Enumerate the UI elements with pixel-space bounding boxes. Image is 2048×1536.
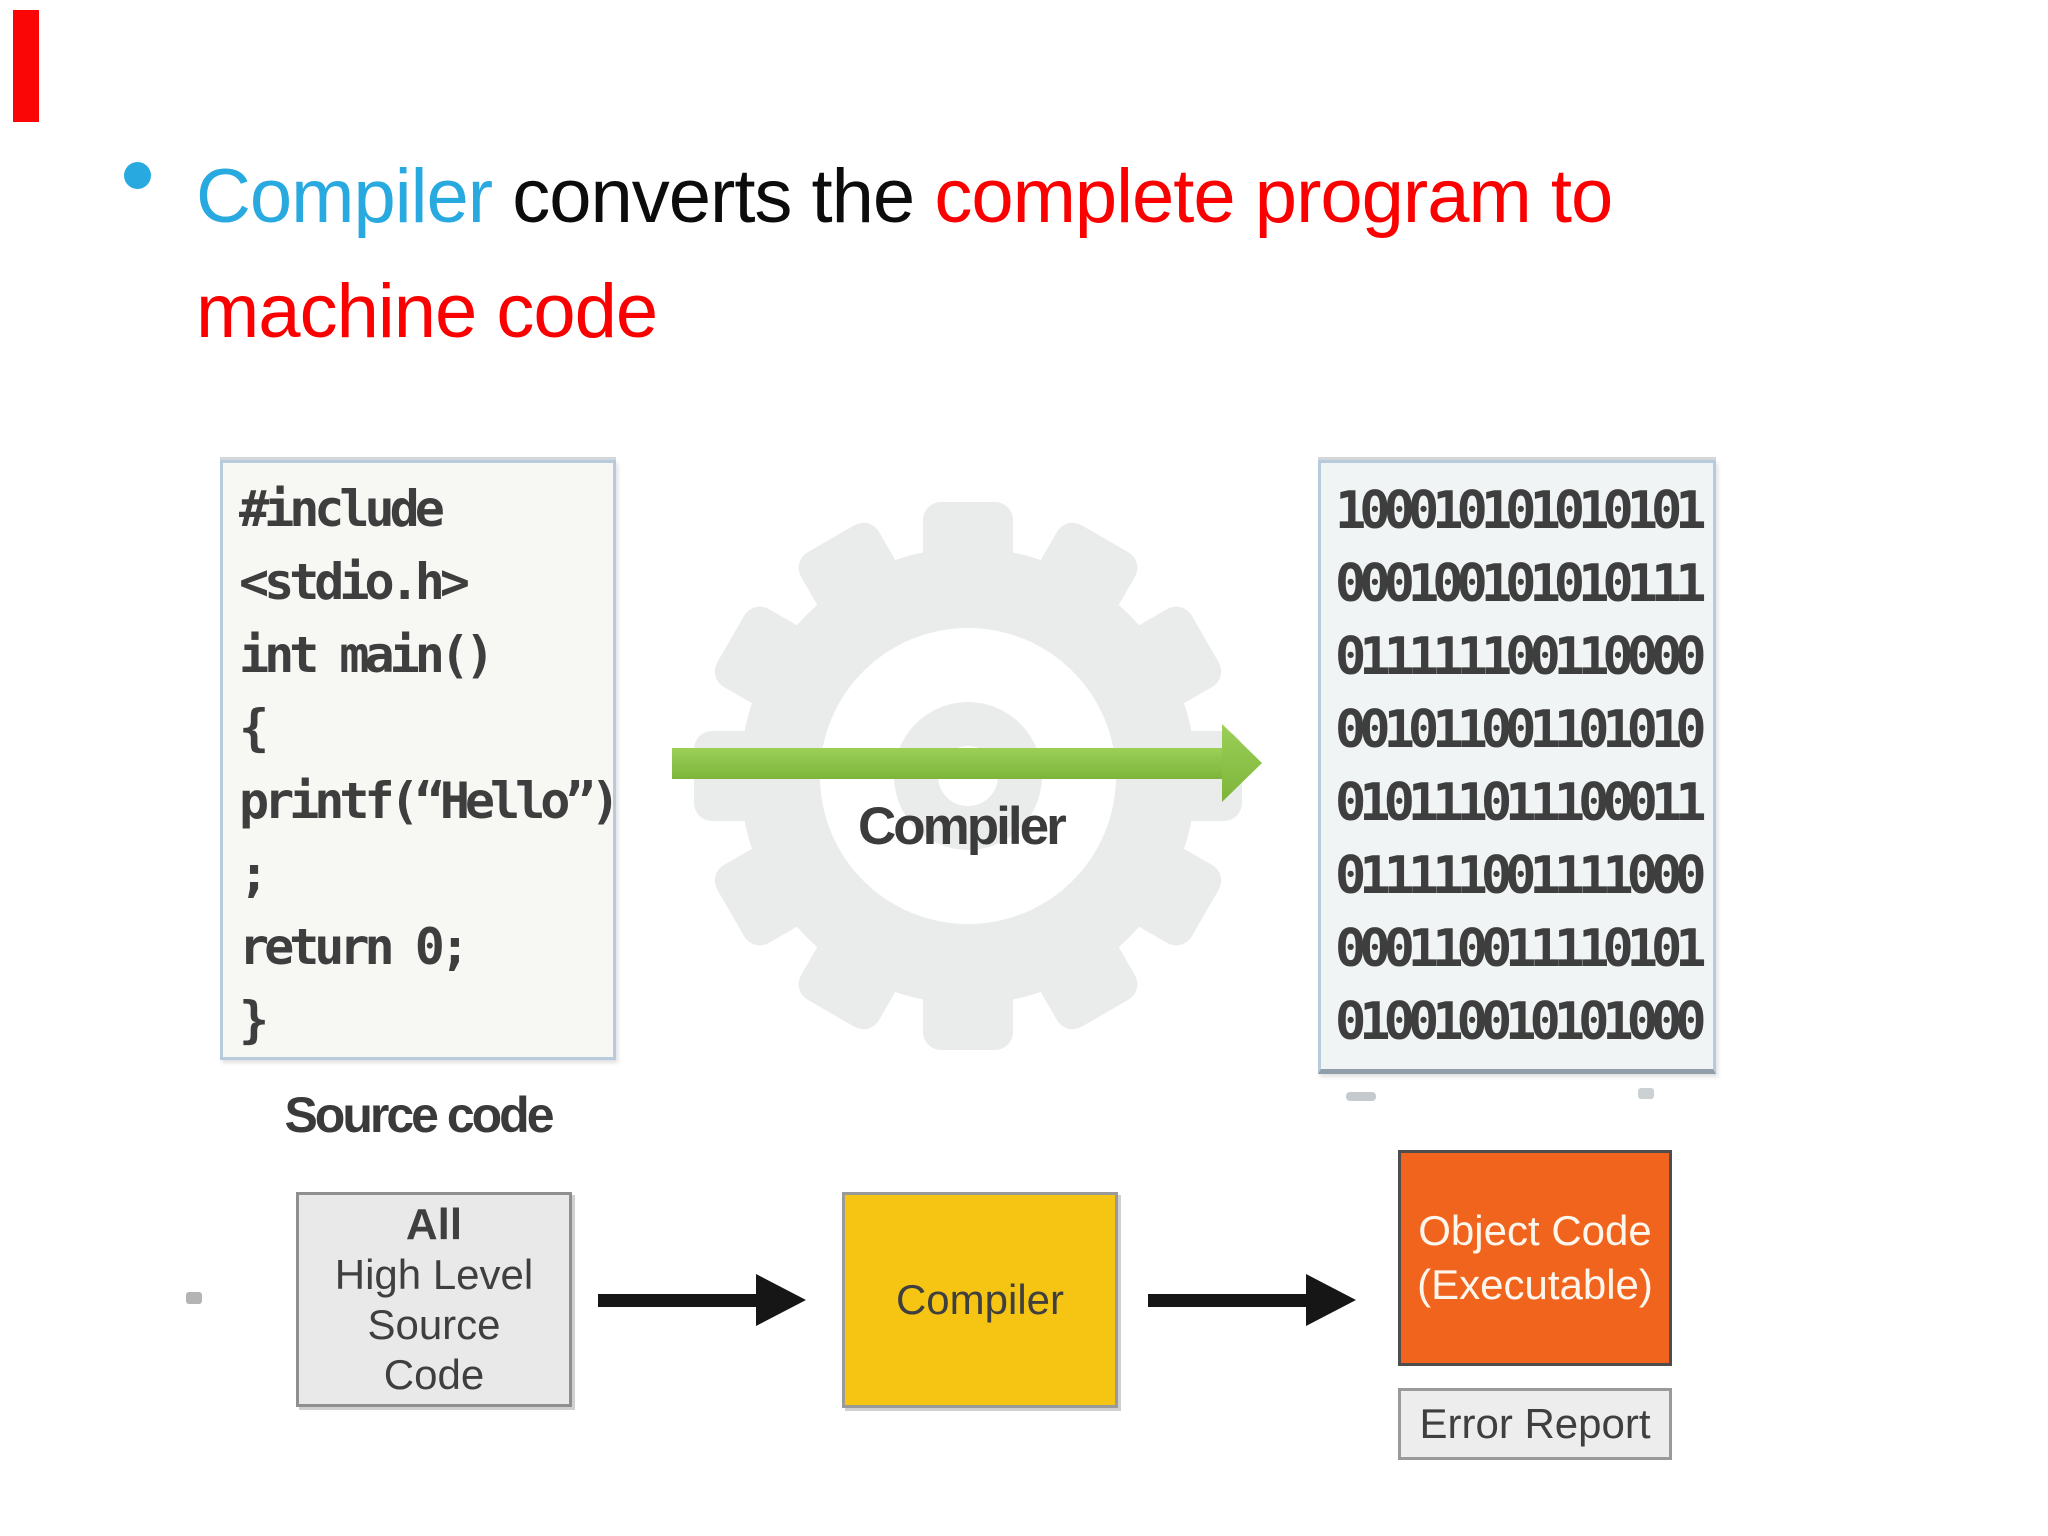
object-code-label: Object Code (Executable) xyxy=(1417,1207,1653,1308)
binary-code-box: 100010101010101 000100101010111 01111110… xyxy=(1318,460,1716,1074)
high-level-source-box: All High Level Source Code xyxy=(296,1192,572,1407)
source-code-text: #include <stdio.h> int main() { printf(“… xyxy=(239,480,621,1049)
flow-arrow-icon xyxy=(598,1274,806,1326)
heading-words-converts: converts the xyxy=(512,154,935,239)
error-report-box: Error Report xyxy=(1398,1388,1672,1460)
error-report-label: Error Report xyxy=(1419,1400,1651,1447)
red-accent-bar xyxy=(13,10,39,122)
heading-word-compiler: Compiler xyxy=(196,154,513,239)
object-code-box: Object Code (Executable) xyxy=(1398,1150,1672,1366)
input-box-lines: High Level Source Code xyxy=(334,1250,534,1398)
compiler-box-label: Compiler xyxy=(895,1276,1065,1323)
binary-code-text: 100010101010101 000100101010111 01111110… xyxy=(1335,481,1707,1052)
heading-line2: machine code xyxy=(196,269,658,354)
green-arrow-right-icon xyxy=(672,724,1262,802)
gear-compiler-label: Compiler xyxy=(858,797,1067,856)
smudge-mark xyxy=(1346,1092,1376,1101)
compiler-box: Compiler xyxy=(842,1192,1118,1408)
smudge-mark xyxy=(186,1292,202,1304)
source-code-box: #include <stdio.h> int main() { printf(“… xyxy=(220,460,621,1060)
input-box-title: All xyxy=(405,1199,463,1249)
smudge-mark xyxy=(1638,1088,1654,1099)
source-code-label: Source code xyxy=(284,1087,554,1143)
heading-words-complete: complete program to xyxy=(934,154,1613,239)
heading-line1: Compiler converts the complete program t… xyxy=(196,139,1896,254)
bullet-dot xyxy=(124,162,151,189)
flow-arrow-icon xyxy=(1148,1274,1356,1326)
